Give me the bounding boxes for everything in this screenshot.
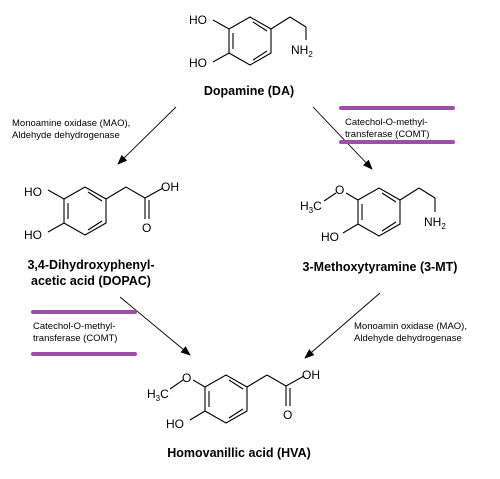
mt-methyl: H3C [300, 199, 322, 215]
enzyme-mao-b-line2: Aldehyde dehydrogenase [354, 333, 462, 344]
methoxytyramine-structure: O H3C HO NH2 [300, 183, 446, 244]
dopac-structure: HO HO O OH [24, 180, 179, 242]
dopamine-label: Dopamine (DA) [204, 84, 294, 98]
hva-carbonyl-o: O [283, 408, 292, 422]
arrow-mt-to-hva [304, 292, 381, 359]
hva-methoxy-o: O [182, 371, 191, 385]
enzyme-mao-line2: Aldehyde dehydrogenase [12, 130, 120, 141]
enzyme-comt-top-line1: Catechol-O-methyl- [345, 117, 427, 128]
dopac-ho-upper: HO [24, 185, 42, 199]
dopac-ho-lower: HO [24, 228, 42, 242]
dopamine-ho-upper: HO [189, 13, 207, 27]
hva-acid-oh: OH [302, 368, 320, 382]
dopac-carbonyl-o: O [142, 221, 151, 235]
dopamine-ho-lower: HO [189, 56, 207, 70]
dopamine-structure: HO HO NH2 [189, 13, 313, 70]
dopac-label-line1: 3,4-Dihydroxyphenyl- [27, 258, 154, 272]
enzyme-comt-top-line2: transferase (COMT) [345, 129, 429, 140]
dopac-label-line2: acetic acid (DOPAC) [31, 274, 151, 288]
enzyme-comt-left-line1: Catechol-O-methyl- [33, 321, 115, 332]
dopamine-amine: NH2 [291, 43, 313, 59]
hva-methyl: H3C [147, 387, 169, 403]
enzyme-comt-left-line2: transferase (COMT) [33, 333, 117, 344]
dopac-acid-oh: OH [161, 180, 179, 194]
arrow-da-to-dopac [117, 106, 177, 165]
hva-label: Homovanillic acid (HVA) [167, 446, 311, 460]
mt-label: 3-Methoxytyramine (3-MT) [303, 260, 458, 274]
enzyme-mao-line1: Monoamine oxidase (MAO), [12, 118, 130, 129]
mt-methoxy-o: O [335, 183, 344, 197]
hva-ho: HO [166, 417, 184, 431]
hva-structure: O H3C HO O OH [147, 368, 320, 431]
arrow-dopac-to-hva [119, 296, 191, 356]
arrow-da-to-mt [312, 106, 373, 170]
mt-ho: HO [321, 230, 339, 244]
mt-amine: NH2 [424, 215, 446, 231]
enzyme-mao-b-line1: Monoamin oxidase (MAO), [354, 321, 467, 332]
